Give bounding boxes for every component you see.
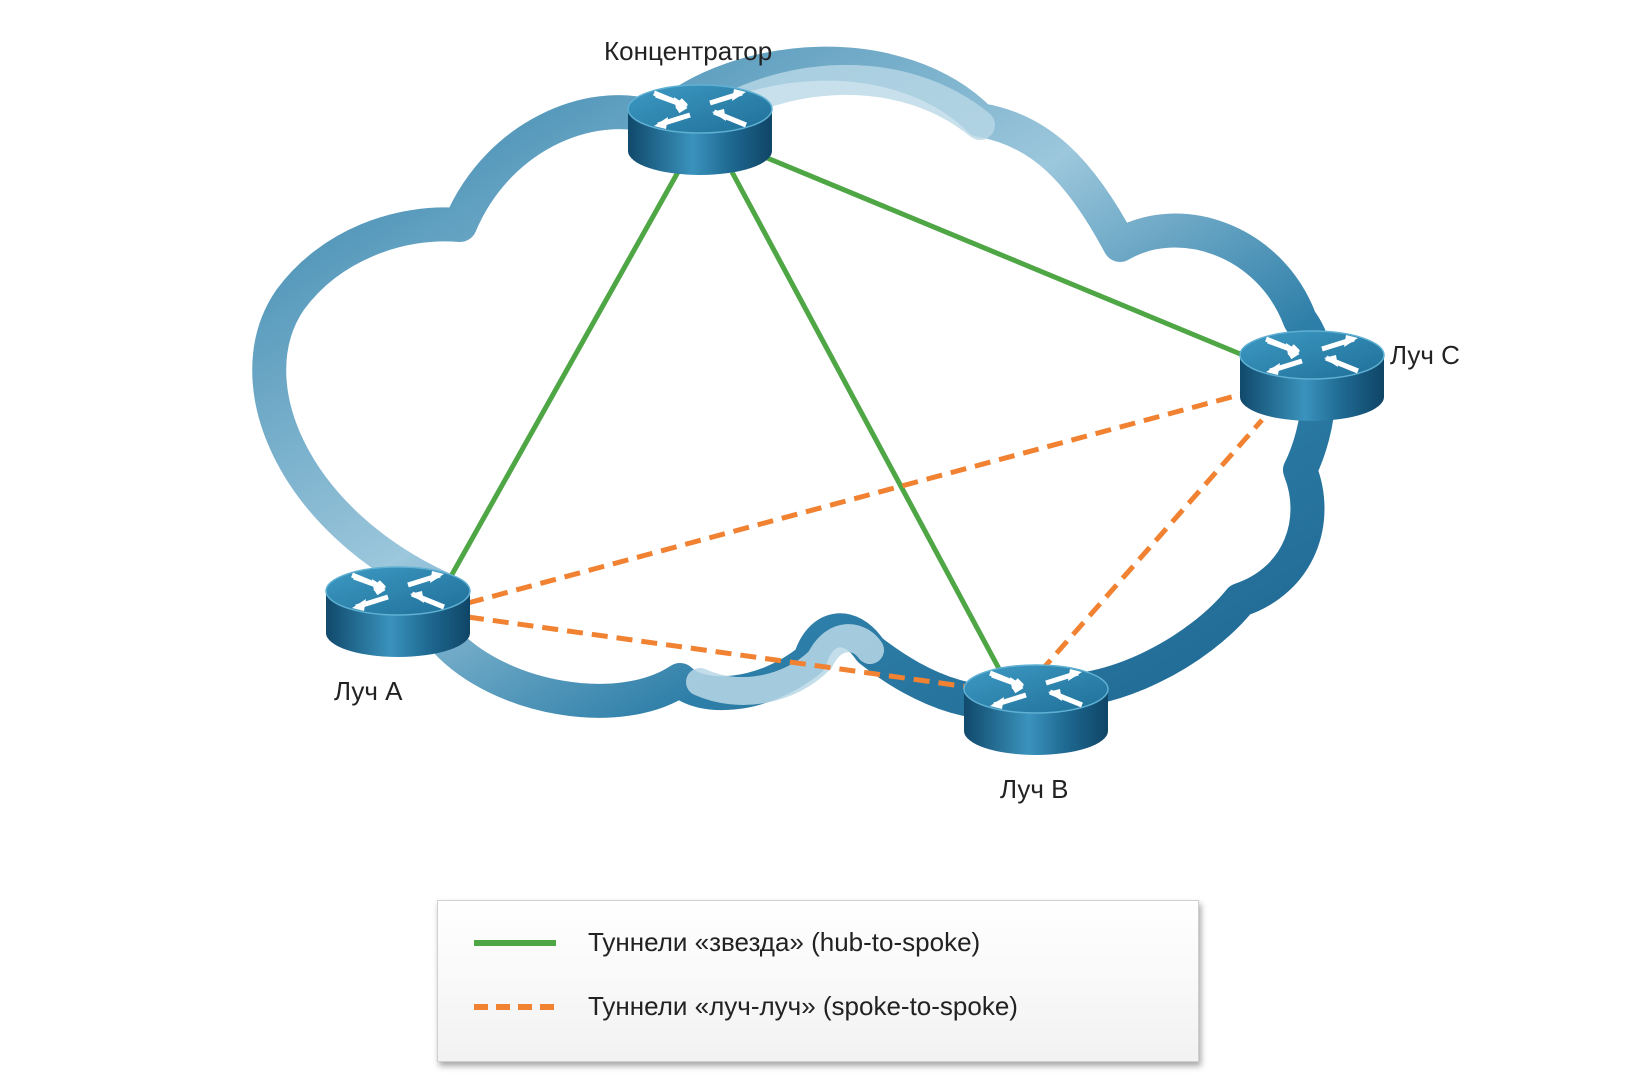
spoke-b-label: Луч B — [1000, 774, 1069, 804]
hub-label: Концентратор — [604, 36, 773, 66]
spoke-to-spoke-tunnel-spoke-b-spoke-c — [1038, 418, 1264, 674]
tunnel-links — [447, 152, 1264, 691]
spoke-to-spoke-tunnel-spoke-a-spoke-c — [467, 389, 1251, 606]
legend-box: Туннели «звезда» (hub-to-spoke) Туннели … — [437, 900, 1199, 1062]
network-diagram — [252, 46, 1385, 755]
router-icon[interactable] — [963, 664, 1109, 755]
legend-row-hub-to-spoke: Туннели «звезда» (hub-to-spoke) — [438, 923, 1198, 963]
legend-row-spoke-to-spoke: Туннели «луч-луч» (spoke-to-spoke) — [438, 987, 1198, 1027]
spoke-c-label: Луч C — [1390, 340, 1460, 370]
legend-label-spoke-to-spoke: Туннели «луч-луч» (spoke-to-spoke) — [588, 991, 1018, 1021]
hub-to-spoke-tunnel-hub-spoke-a — [447, 170, 681, 580]
router-icon[interactable] — [325, 566, 471, 657]
hub-to-spoke-tunnel-hub-spoke-b — [729, 170, 1007, 680]
solid-line-swatch — [474, 940, 556, 946]
legend-label-hub-to-spoke: Туннели «звезда» (hub-to-spoke) — [588, 927, 981, 957]
spoke-a-label: Луч A — [334, 676, 403, 706]
router-icon[interactable] — [1239, 330, 1385, 421]
router-icon[interactable] — [627, 84, 773, 175]
routers — [325, 84, 1385, 755]
hub-to-spoke-tunnel-hub-spoke-c — [759, 152, 1251, 361]
spoke-to-spoke-tunnel-spoke-a-spoke-b — [467, 614, 977, 691]
dashed-line-swatch — [474, 1004, 556, 1010]
